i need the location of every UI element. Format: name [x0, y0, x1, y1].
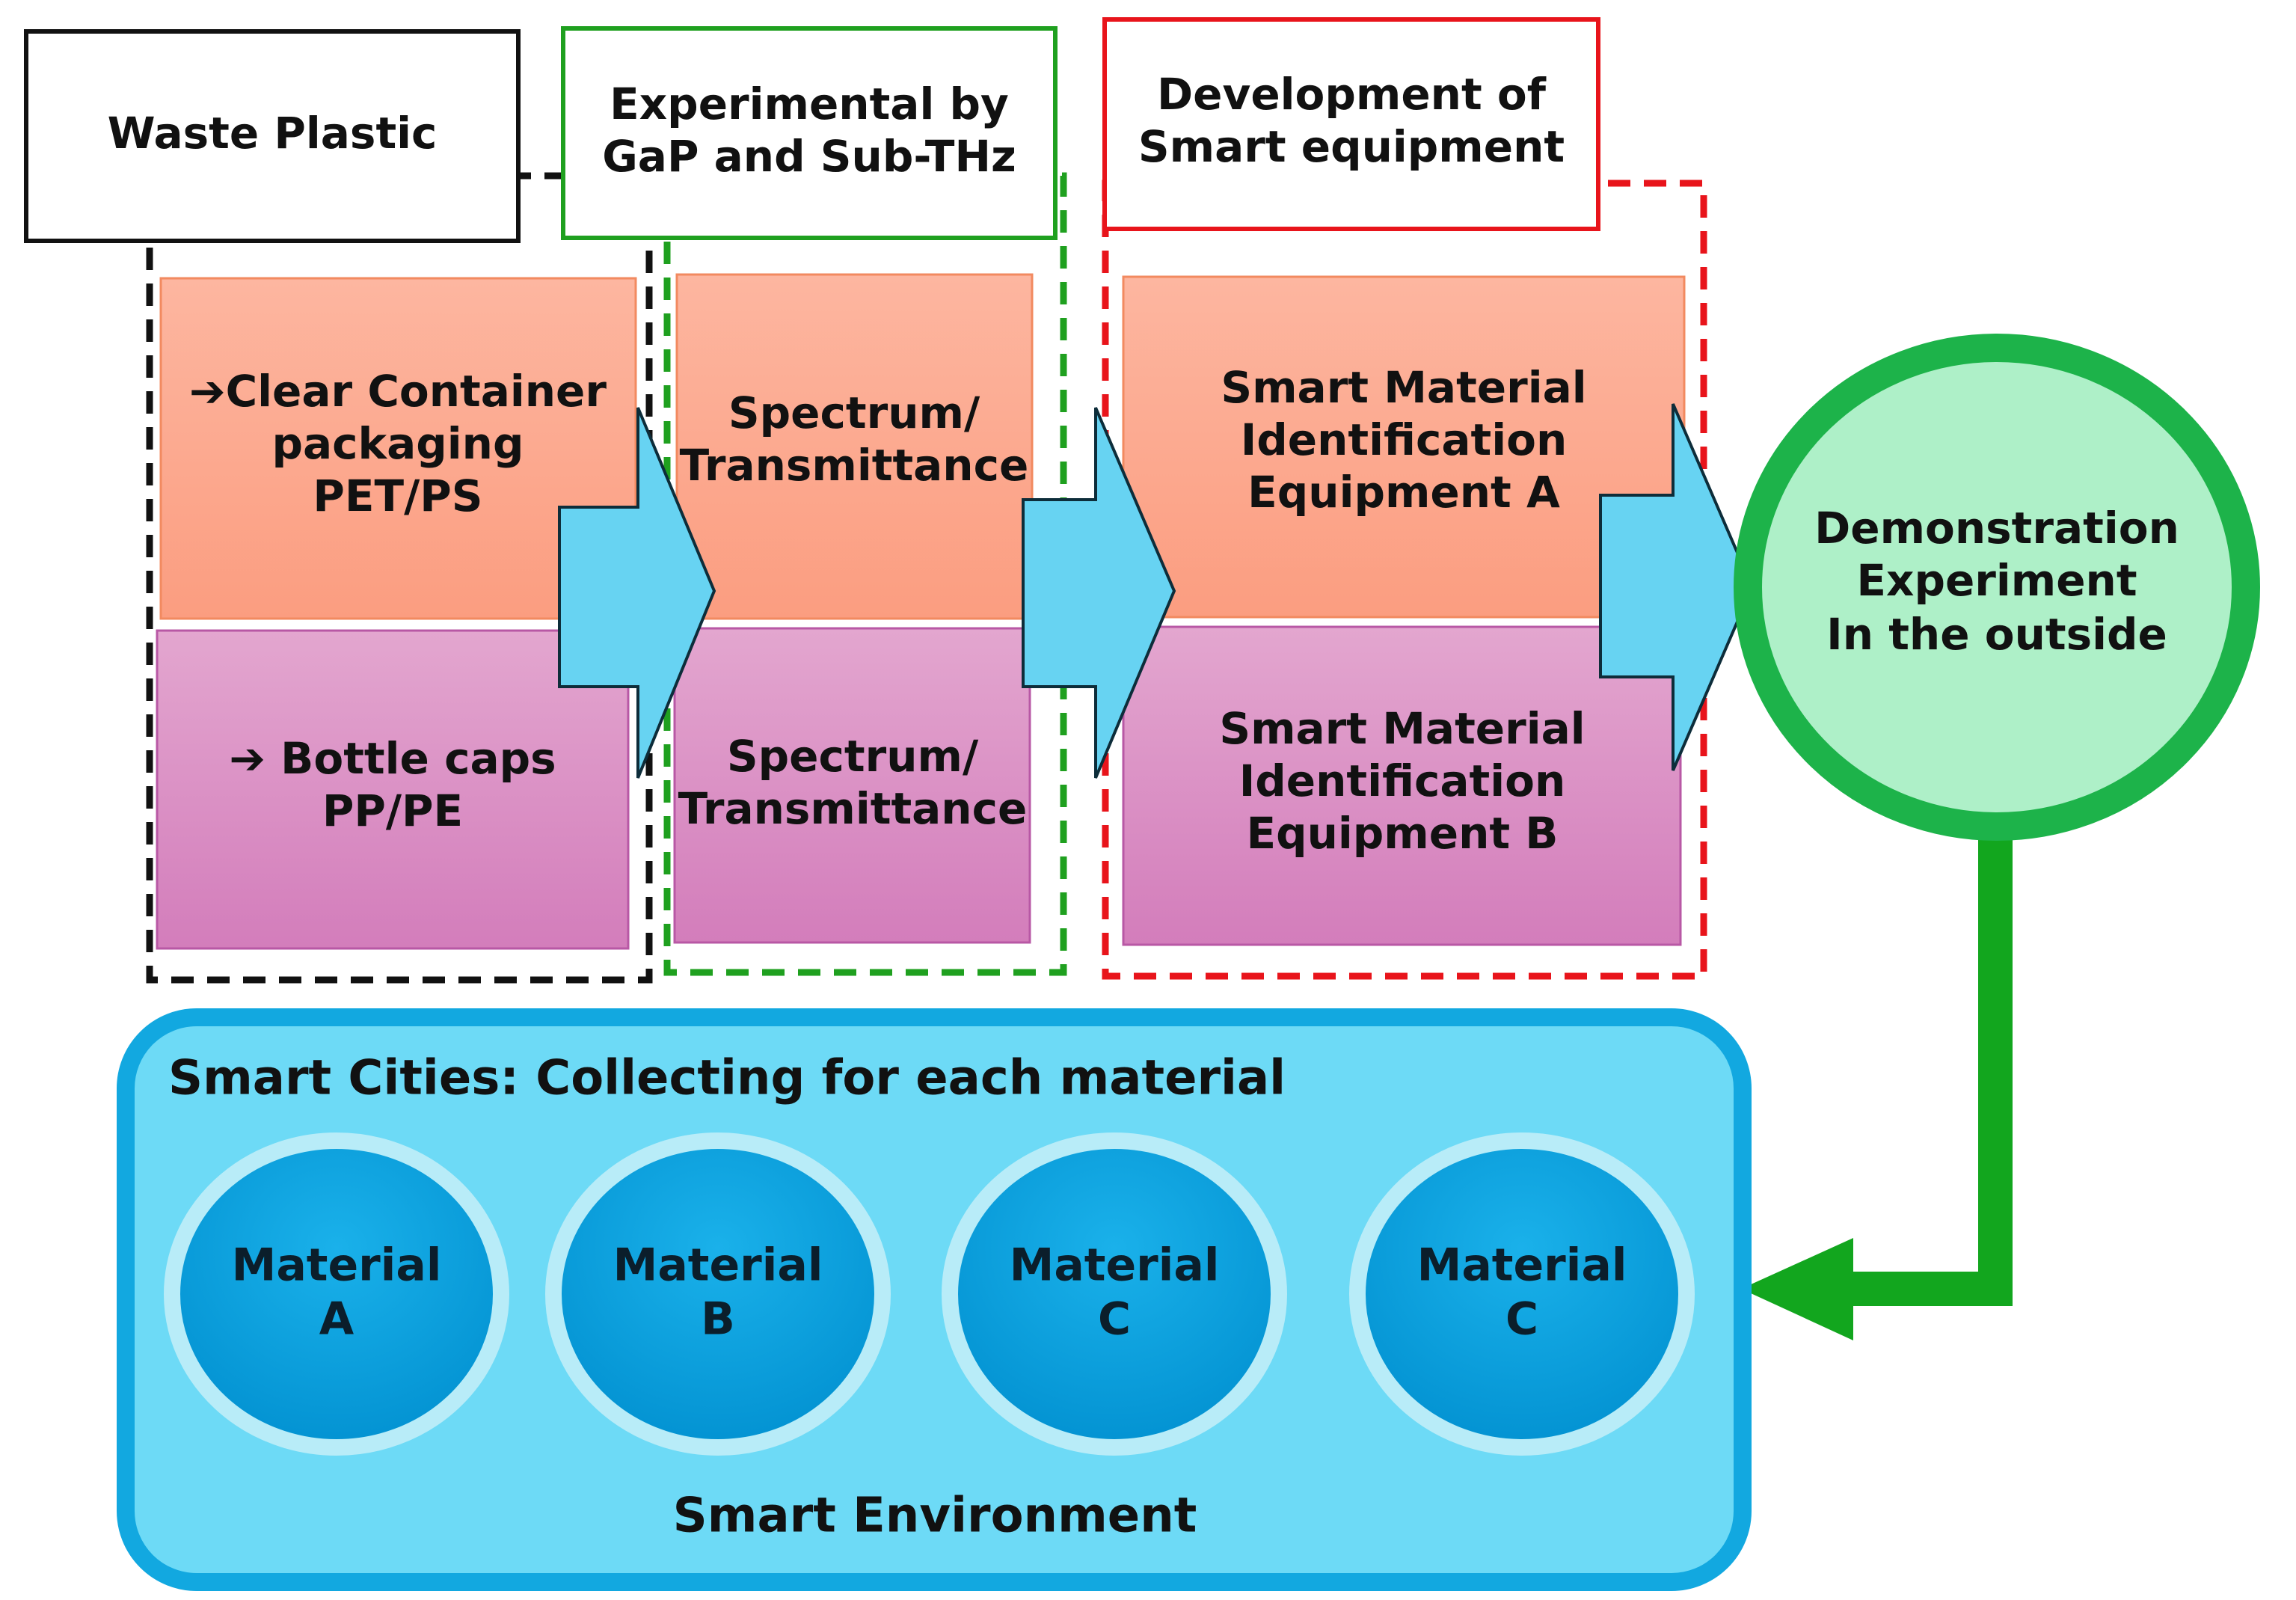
spectrum-top-line2: Transmittance: [680, 440, 1029, 491]
demonstration-circle: Demonstration Experiment In the outside: [1734, 334, 2260, 841]
material-1-line2: A: [319, 1293, 354, 1346]
equipment-a-line3: Equipment A: [1247, 467, 1560, 518]
material-circle-2: Material B: [545, 1132, 891, 1456]
spectrum-bottom-line2: Transmittance: [678, 783, 1028, 834]
equipment-b-box: Smart Material Identification Equipment …: [1122, 625, 1682, 946]
material-4-line2: C: [1505, 1293, 1538, 1346]
header-experimental-line2: GaP and Sub-THz: [602, 131, 1016, 182]
header-experimental-line1: Experimental by: [610, 79, 1009, 129]
header-waste-plastic-label: Waste Plastic: [108, 108, 438, 159]
material-circle-3: Material C: [942, 1132, 1287, 1456]
equipment-a-line2: Identification: [1241, 414, 1568, 465]
clear-container-line1: ➔Clear Container: [189, 366, 607, 417]
equipment-b-line3: Equipment B: [1246, 808, 1558, 859]
spectrum-top-line1: Spectrum/: [728, 387, 980, 438]
header-experimental: Experimental by GaP and Sub-THz: [561, 26, 1058, 240]
clear-container-line2: packaging: [272, 418, 524, 469]
material-1-line1: Material: [232, 1239, 442, 1292]
material-2-line2: B: [701, 1293, 735, 1346]
equipment-b-line2: Identification: [1239, 755, 1566, 806]
material-4-line1: Material: [1417, 1239, 1627, 1292]
demonstration-line2: Experiment: [1856, 555, 2137, 606]
return-arrow: [1741, 823, 2013, 1340]
equipment-a-line1: Smart Material: [1221, 362, 1586, 413]
header-waste-plastic: Waste Plastic: [24, 29, 521, 243]
material-2-line1: Material: [613, 1239, 823, 1292]
material-3-line2: C: [1098, 1293, 1131, 1346]
bottle-caps-line2: PP/PE: [322, 785, 463, 836]
header-development-line1: Development of: [1157, 69, 1547, 120]
flow-arrow-1: [558, 407, 716, 779]
flow-arrow-3: [1599, 403, 1755, 771]
demonstration-line3: In the outside: [1826, 609, 2167, 660]
bottle-caps-box: ➔ Bottle caps PP/PE: [156, 629, 630, 950]
smart-cities-panel: Smart Cities: Collecting for each materi…: [117, 1008, 1752, 1591]
spectrum-top-box: Spectrum/ Transmittance: [675, 273, 1034, 620]
equipment-b-line1: Smart Material: [1219, 703, 1585, 754]
smart-environment-label: Smart Environment: [673, 1489, 1197, 1544]
clear-container-line3: PET/PS: [313, 471, 482, 521]
material-circle-4: Material C: [1349, 1132, 1695, 1456]
flow-arrow-2: [1022, 407, 1176, 779]
bottle-caps-line1: ➔ Bottle caps: [229, 733, 556, 784]
spectrum-bottom-line1: Spectrum/: [727, 731, 979, 782]
material-3-line1: Material: [1010, 1239, 1220, 1292]
header-development-line2: Smart equipment: [1138, 121, 1565, 172]
equipment-a-box: Smart Material Identification Equipment …: [1122, 275, 1686, 619]
material-circle-1: Material A: [164, 1132, 509, 1456]
clear-container-box: ➔Clear Container packaging PET/PS: [159, 277, 637, 620]
spectrum-bottom-box: Spectrum/ Transmittance: [673, 627, 1031, 944]
demonstration-line1: Demonstration: [1814, 503, 2179, 554]
smart-cities-title: Smart Cities: Collecting for each materi…: [168, 1051, 1286, 1106]
header-development: Development of Smart equipment: [1102, 17, 1600, 231]
